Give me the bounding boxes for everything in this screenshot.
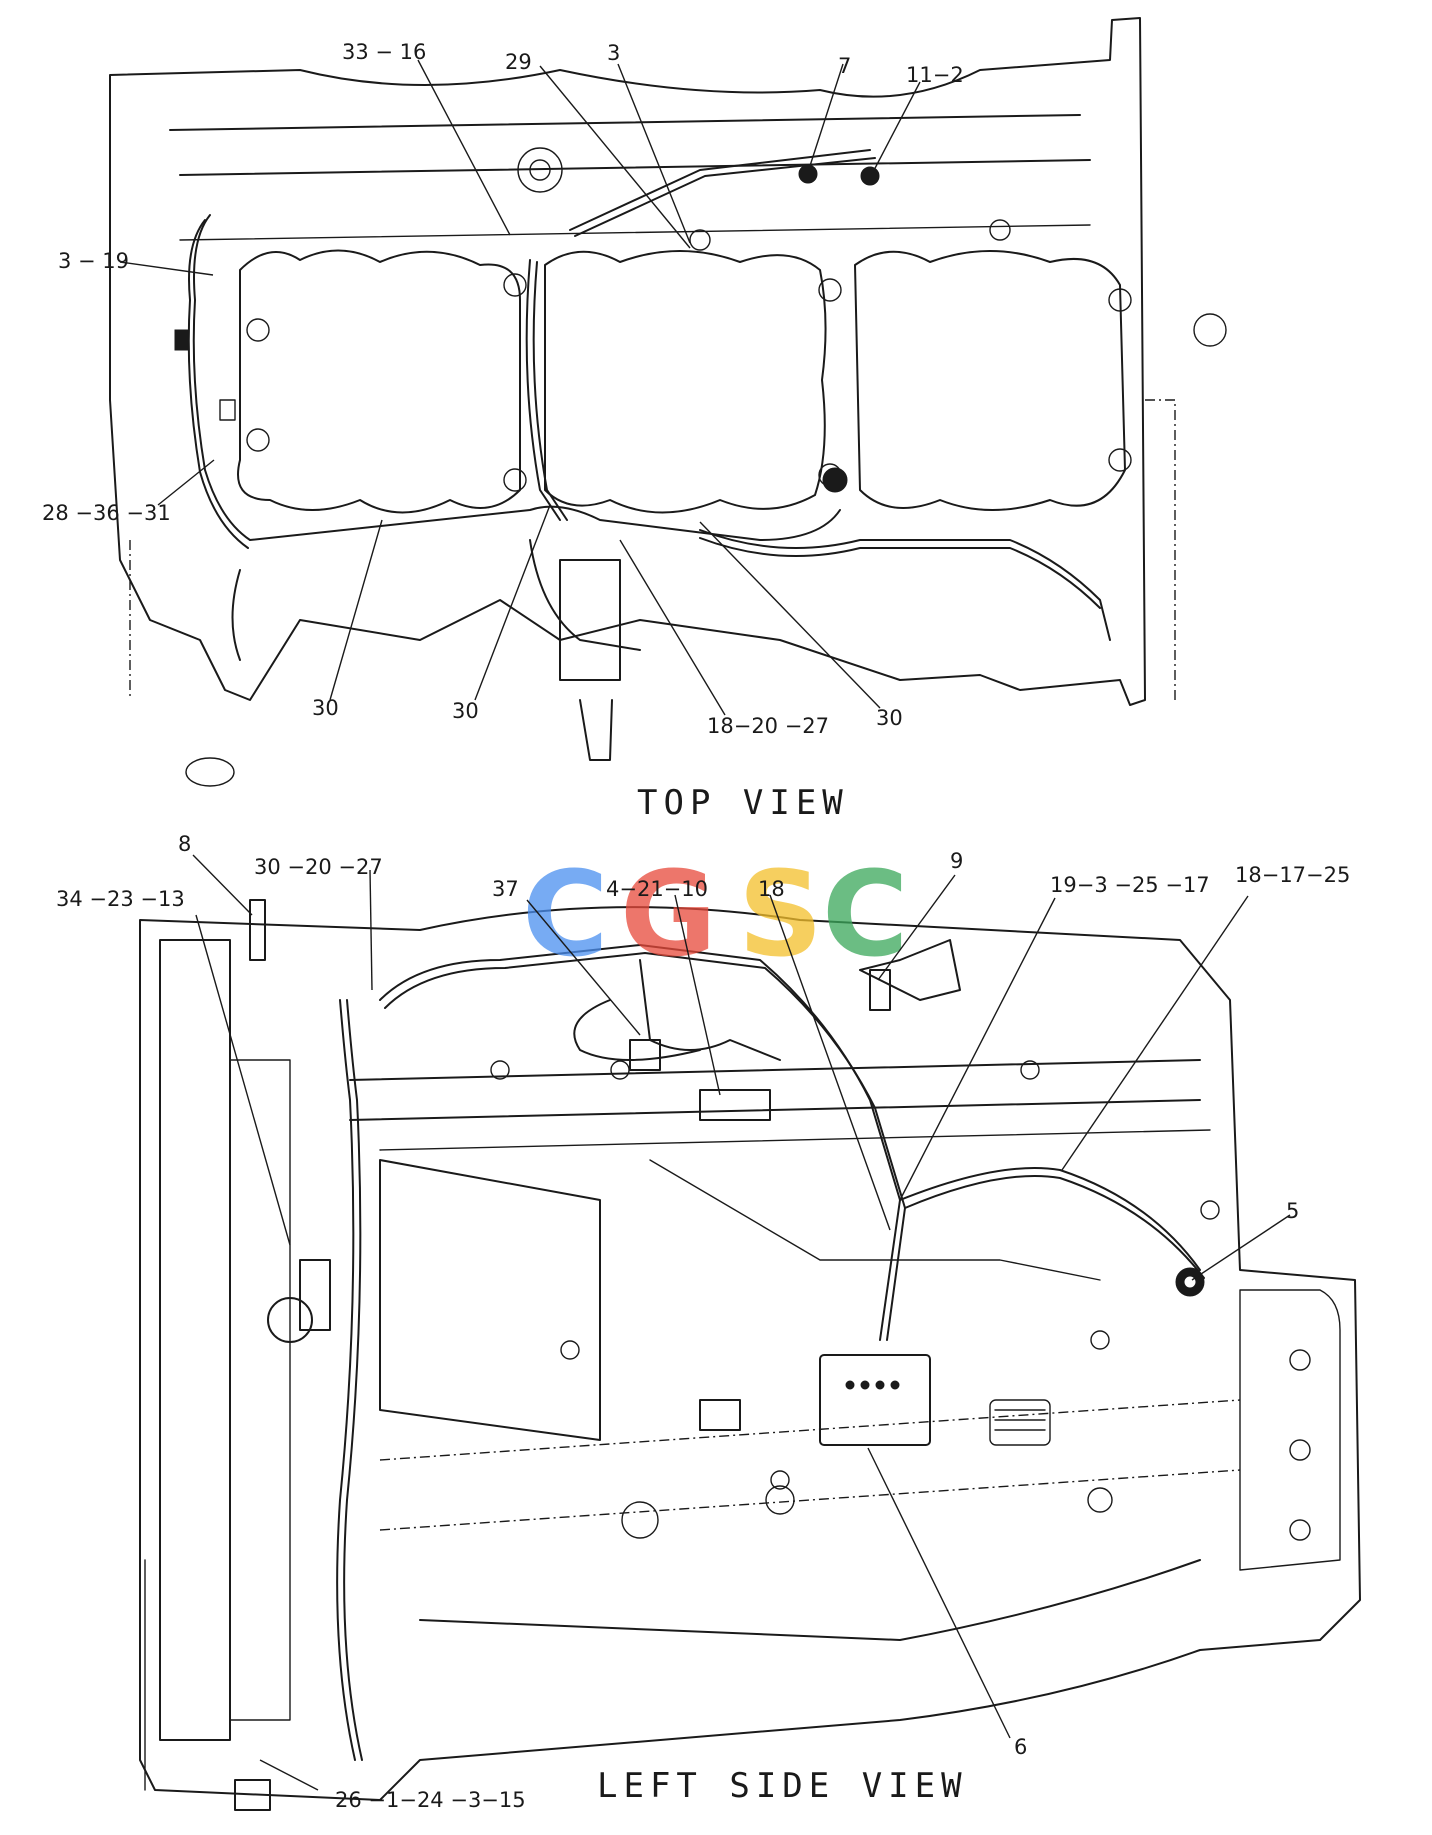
callout-26-1-24-3-15: 26 −1−24 −3−15	[335, 1788, 526, 1812]
callout-7: 7	[838, 54, 851, 78]
callout-30-20-27: 30 −20 −27	[254, 855, 383, 879]
callout-33-16: 33 − 16	[342, 40, 426, 64]
callout-28-36-31: 28 −36 −31	[42, 501, 171, 525]
watermark-letter-c2: C	[822, 845, 909, 983]
callout-18-20-27: 18−20 −27	[707, 714, 829, 738]
left-side-view-drawing	[139, 899, 1361, 1811]
callout-18: 18	[758, 877, 785, 901]
cgsc-watermark: C G S C	[522, 845, 909, 983]
callout-4-21-10: 4−21−10	[606, 877, 708, 901]
callout-3: 3	[607, 41, 620, 65]
head-bolts	[246, 147, 1227, 492]
callout-18-17-25: 18−17−25	[1235, 863, 1350, 887]
callout-6: 6	[1014, 1735, 1027, 1759]
callout-34-23-13: 34 −23 −13	[56, 887, 185, 911]
left-side-view-title: LEFT SIDE VIEW	[597, 1766, 968, 1806]
callout-8: 8	[178, 832, 191, 856]
callout-37: 37	[492, 877, 519, 901]
callout-19-3-25-17: 19−3 −25 −17	[1050, 873, 1210, 897]
callout-9: 9	[950, 849, 963, 873]
watermark-letter-s: S	[738, 845, 823, 983]
top-view-callouts: 33 − 16 29 3 7 11−2 3 − 19 28 −36 −31 30…	[42, 40, 964, 823]
callout-29: 29	[505, 50, 532, 74]
callout-11-2: 11−2	[906, 63, 964, 87]
ecm-module	[819, 1354, 931, 1446]
callout-30-b: 30	[452, 699, 479, 723]
callout-5: 5	[1286, 1199, 1299, 1223]
left-side-callouts: 8 30 −20 −27 34 −23 −13 37 4−21−10 18 9 …	[56, 832, 1350, 1812]
sensors	[234, 899, 891, 1811]
top-view-title: TOP VIEW	[637, 783, 849, 823]
watermark-letter-c1: C	[522, 845, 609, 983]
callout-30-a: 30	[312, 696, 339, 720]
top-view-drawing	[109, 17, 1227, 787]
callout-30-c: 30	[876, 706, 903, 730]
callout-3-19: 3 − 19	[58, 249, 129, 273]
block-bolts	[490, 1060, 1311, 1541]
watermark-letter-g: G	[620, 845, 717, 983]
